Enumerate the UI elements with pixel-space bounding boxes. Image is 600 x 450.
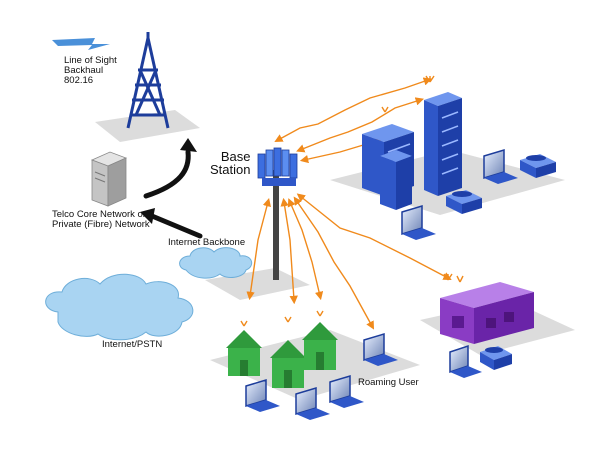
- black-arrows: [143, 149, 203, 239]
- link-roaming-user: [293, 196, 375, 330]
- link-house-2: [280, 197, 298, 305]
- house-1: [226, 330, 262, 376]
- server-icon: [90, 151, 128, 207]
- lightning-bolt-icon: [52, 38, 110, 50]
- arrow-head-up: [180, 138, 197, 152]
- purple-building-icon: [440, 282, 534, 344]
- laptop-house-2: [295, 386, 330, 420]
- phone-icon: [446, 154, 556, 370]
- phone-office-2: [520, 154, 556, 178]
- laptop-office-1: [401, 204, 436, 240]
- antenna-tips: [240, 75, 464, 327]
- cloud-internet-backbone: [179, 247, 253, 279]
- arrow-head-left: [140, 208, 155, 224]
- arrow-backbone-to-core: [149, 213, 203, 239]
- house-2: [270, 340, 306, 388]
- backhaul-tower-icon: [126, 32, 170, 129]
- laptop-house-3: [329, 374, 364, 408]
- house-icon: [226, 322, 338, 388]
- link-house-1: [246, 197, 271, 301]
- laptop-office-2: [483, 148, 518, 184]
- internet-pstn-label: Internet/PSTN: [102, 339, 163, 350]
- arrow-server-to-tower: [143, 149, 191, 199]
- backhaul-label: Line of Sight Backhaul 802.16: [64, 55, 117, 86]
- laptop-house-1: [245, 378, 280, 412]
- laptop-icon: [245, 148, 518, 420]
- cloud-icon: [45, 247, 253, 341]
- cloud-internet-pstn: [45, 273, 194, 341]
- roaming-user-label: Roaming User: [358, 377, 419, 388]
- phone-purple-building: [480, 346, 512, 370]
- office-tower-icon: [362, 92, 462, 210]
- internet-backbone-label: Internet Backbone: [168, 237, 246, 248]
- base-station-icon: [257, 147, 298, 280]
- telco-core-label: Telco Core Network or Private (Fibre) Ne…: [52, 209, 150, 230]
- base-station-label: Base Station: [210, 149, 251, 177]
- phone-office-1: [446, 190, 482, 214]
- house-3: [302, 322, 338, 370]
- laptop-purple-building: [449, 344, 482, 378]
- laptop-roaming: [363, 332, 398, 366]
